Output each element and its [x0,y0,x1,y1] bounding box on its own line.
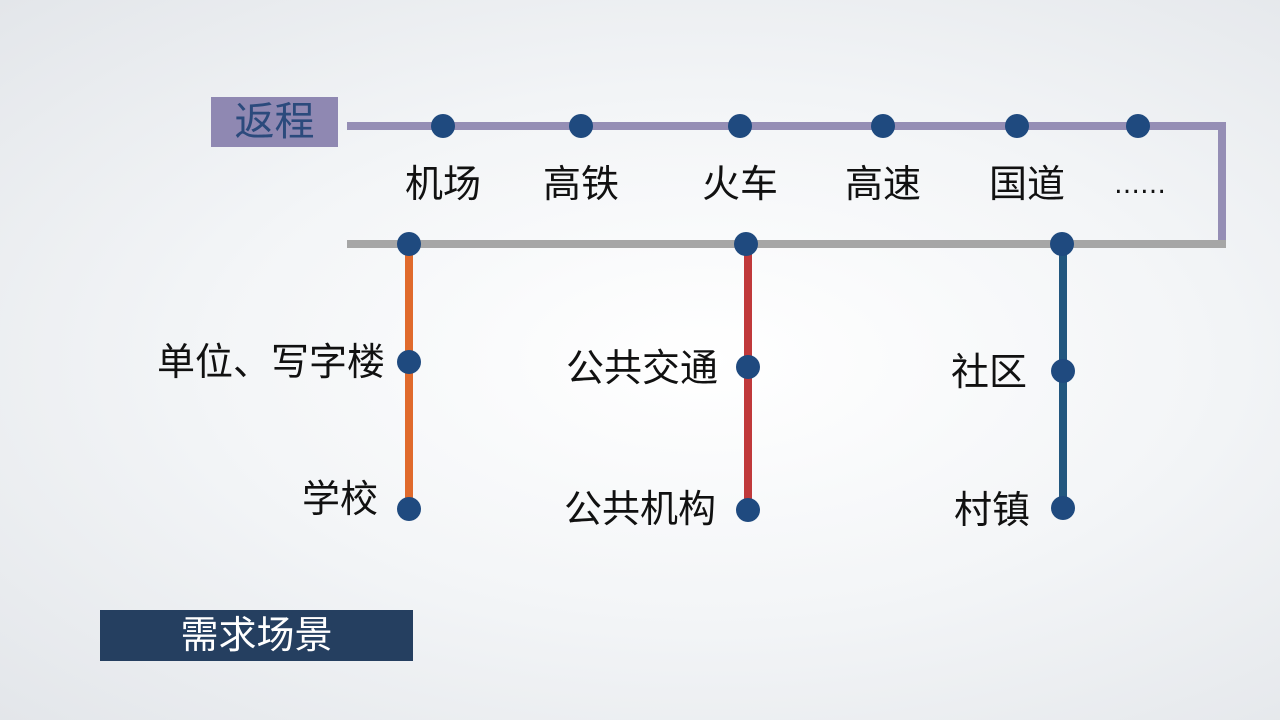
stop-dot [431,114,455,138]
stop-label: 机场 [404,162,482,206]
branch-dot [397,497,421,521]
stop-dot [871,114,895,138]
junction-dot [397,232,421,256]
stop-dot [1126,114,1150,138]
branch-dot [736,355,760,379]
stop-dot [569,114,593,138]
junction-dot [1050,232,1074,256]
stop-label: 火车 [701,162,779,206]
junction-dot [734,232,758,256]
stop-label: 高铁 [542,162,620,206]
branch-label: 学校 [301,477,378,521]
branch-dot [1051,496,1075,520]
branch-dot [397,350,421,374]
branch-label: 单位、写字楼 [156,340,385,384]
branch-label: 公共机构 [563,487,716,531]
return-line [347,122,1226,244]
return-title: 返程 [211,97,338,147]
stop-label: …… [1114,170,1166,200]
branch-label: 公共交通 [565,346,718,390]
stop-label: 高速 [844,162,922,206]
stop-dot [1005,114,1029,138]
branch-label: 村镇 [953,488,1030,532]
branch-label: 社区 [950,350,1027,394]
footer-label: 需求场景 [100,610,413,661]
stop-label: 国道 [988,162,1066,206]
branch-dot [1051,359,1075,383]
stop-dot [728,114,752,138]
branch-dot [736,498,760,522]
